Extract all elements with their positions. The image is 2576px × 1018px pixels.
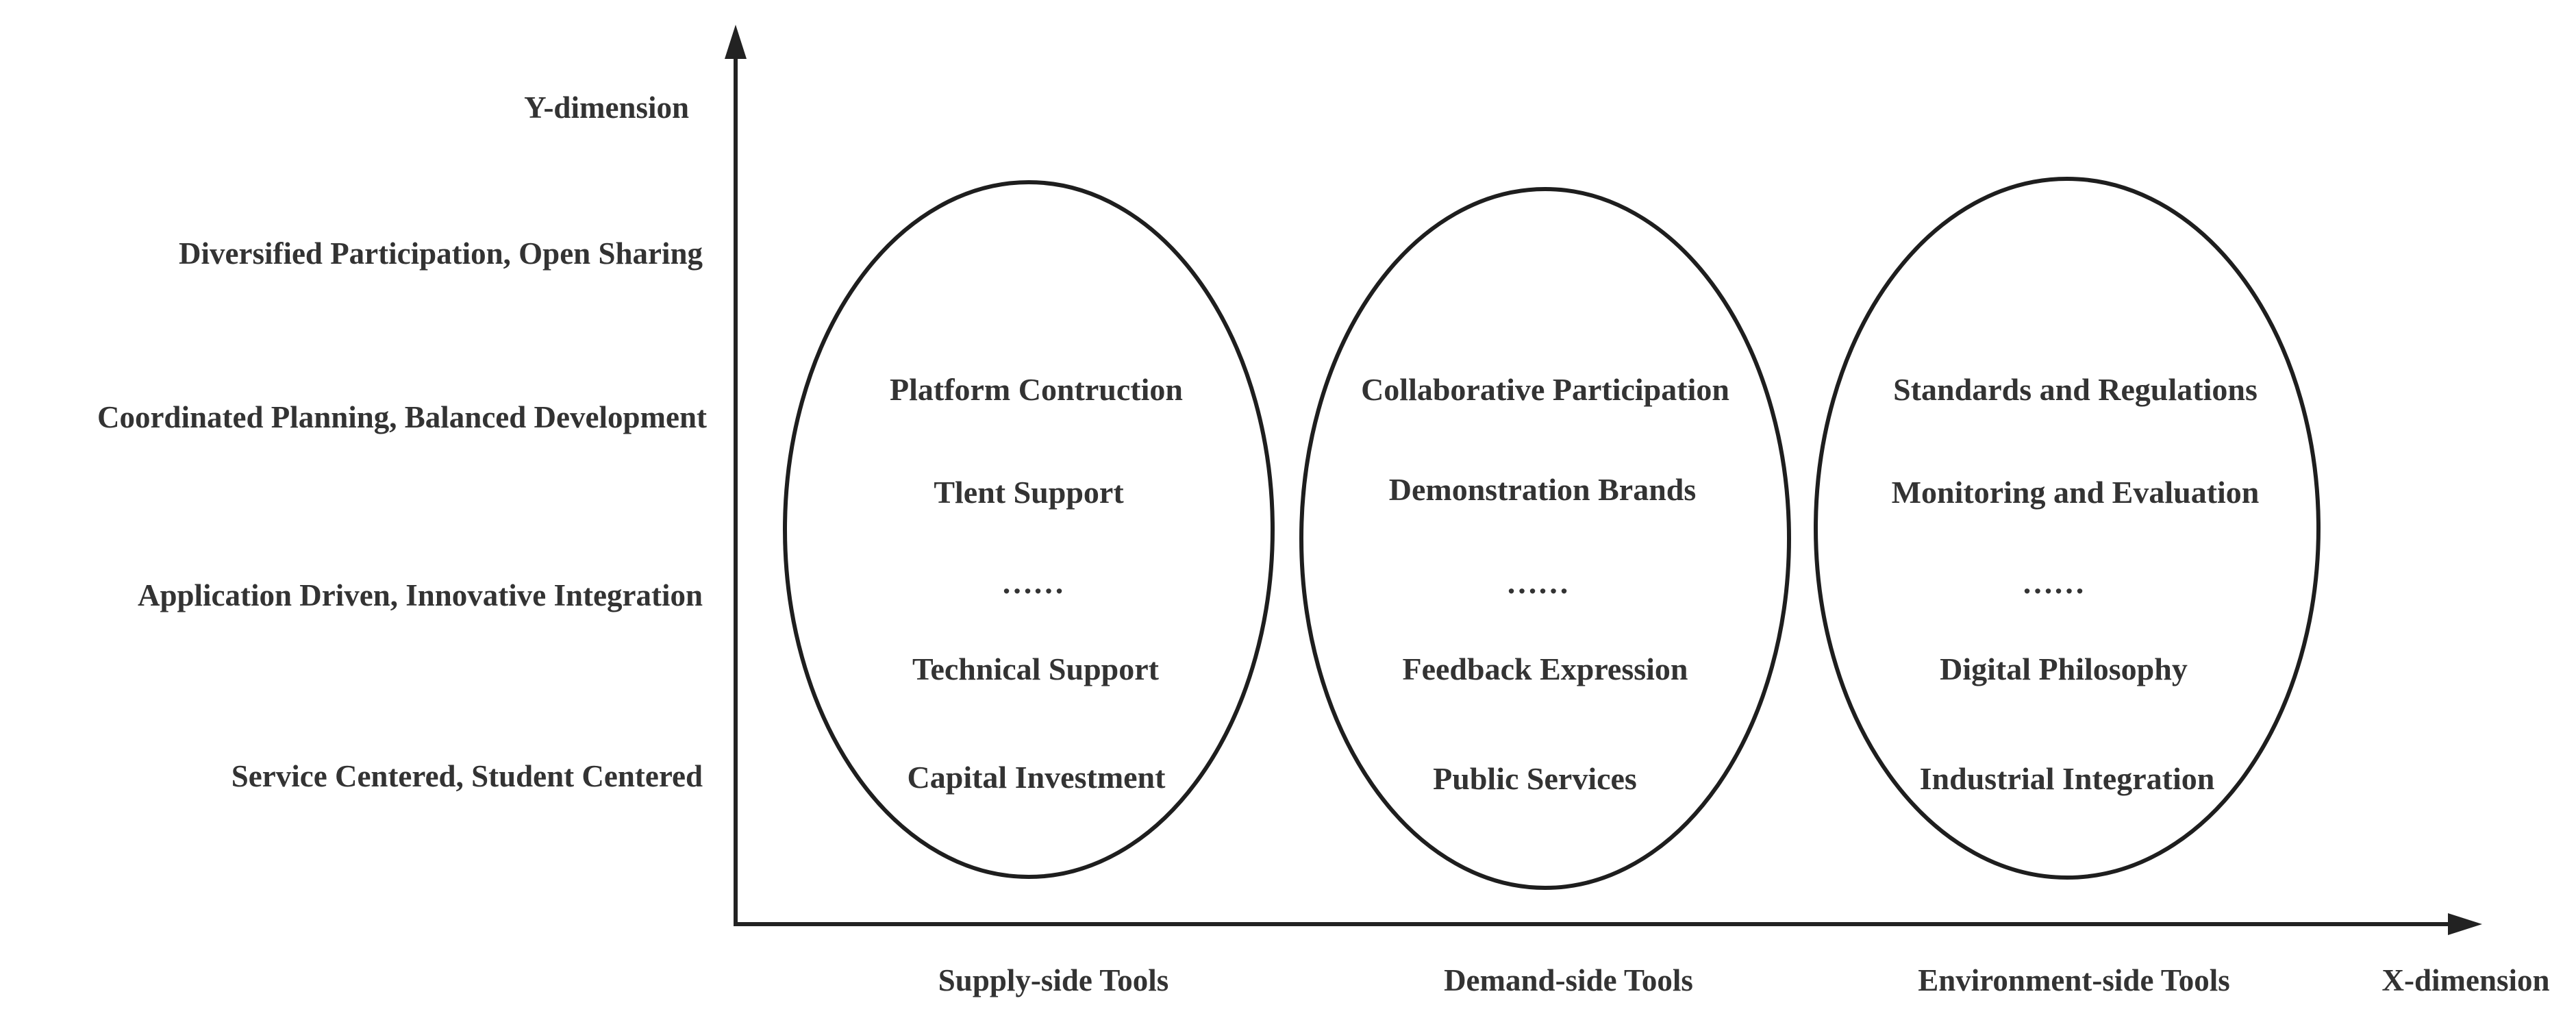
x-axis-title: X-dimension bbox=[2381, 963, 2549, 997]
x-category-demand-side: Demand-side Tools bbox=[1444, 963, 1693, 997]
demand-item-4: Feedback Expression bbox=[1402, 651, 1688, 686]
supply-item-1: Platform Contruction bbox=[890, 372, 1183, 407]
supply-side-group: Platform Contruction Tlent Support …… Te… bbox=[783, 180, 1275, 879]
environment-item-5: Industrial Integration bbox=[1920, 761, 2215, 796]
x-category-supply-side: Supply-side Tools bbox=[938, 963, 1168, 997]
environment-item-ellipsis: …… bbox=[2022, 565, 2085, 600]
environment-item-2: Monitoring and Evaluation bbox=[1892, 475, 2260, 510]
y-axis-arrowhead bbox=[725, 25, 747, 59]
demand-item-5: Public Services bbox=[1433, 761, 1637, 796]
environment-item-1: Standards and Regulations bbox=[1893, 372, 2258, 407]
y-axis-title: Y-dimension bbox=[524, 90, 689, 125]
demand-item-2: Demonstration Brands bbox=[1389, 472, 1697, 507]
y-level-service-centered: Service Centered, Student Centered bbox=[232, 759, 703, 793]
supply-item-2: Tlent Support bbox=[934, 475, 1124, 510]
y-level-coordinated-planning: Coordinated Planning, Balanced Developme… bbox=[97, 400, 707, 434]
supply-item-4: Technical Support bbox=[912, 651, 1160, 686]
y-level-application-driven: Application Driven, Innovative Integrati… bbox=[138, 578, 703, 612]
demand-side-group: Collaborative Participation Demonstratio… bbox=[1299, 187, 1791, 890]
demand-item-ellipsis: …… bbox=[1506, 565, 1569, 600]
demand-item-1: Collaborative Participation bbox=[1361, 372, 1729, 407]
supply-side-oval bbox=[783, 180, 1275, 879]
supply-item-ellipsis: …… bbox=[1001, 565, 1064, 600]
x-axis-arrowhead bbox=[2448, 913, 2482, 935]
environment-side-oval bbox=[1814, 177, 2321, 880]
x-category-environment-side: Environment-side Tools bbox=[1918, 963, 2230, 997]
y-level-diversified-participation: Diversified Participation, Open Sharing bbox=[179, 236, 703, 271]
demand-side-oval bbox=[1299, 187, 1791, 890]
supply-item-5: Capital Investment bbox=[908, 760, 1166, 795]
environment-item-4: Digital Philosophy bbox=[1940, 651, 2188, 686]
environment-side-group: Standards and Regulations Monitoring and… bbox=[1814, 177, 2321, 880]
